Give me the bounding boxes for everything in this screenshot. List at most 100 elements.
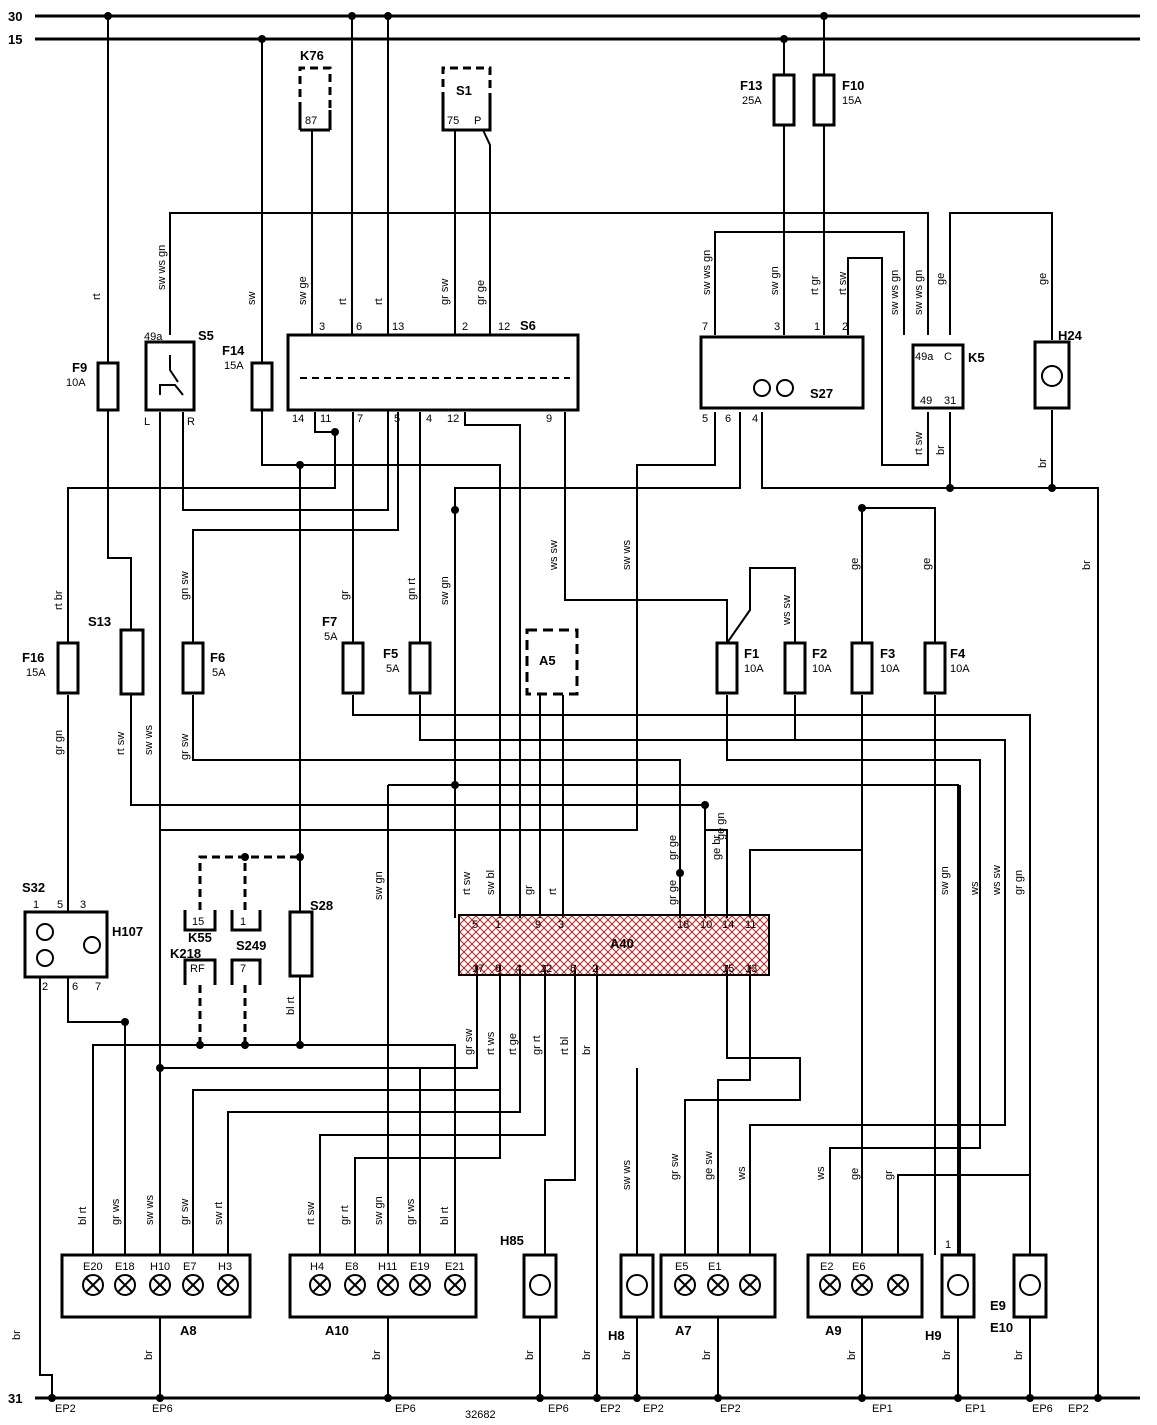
a8-lamp-label: E18 xyxy=(115,1261,135,1273)
e9-label: E9 xyxy=(990,1298,1006,1313)
wire-color-label: bl rt xyxy=(439,1207,451,1225)
a10-label: A10 xyxy=(325,1323,349,1338)
ground-label: EP1 xyxy=(965,1403,986,1415)
ground-label: EP2 xyxy=(55,1403,76,1415)
f14-rating: 15A xyxy=(224,360,244,372)
wire-color-label: rt xyxy=(91,293,103,300)
switch-s5: S5 49a L R xyxy=(144,328,214,428)
lamp-icon xyxy=(529,1274,551,1296)
wire-color-label: sw gn xyxy=(373,871,385,900)
wire-color-label: ge xyxy=(921,558,933,570)
ground-label: EP6 xyxy=(395,1403,416,1415)
f16-rating: 15A xyxy=(26,667,46,679)
f14-label: F14 xyxy=(222,343,245,358)
wire-color-label: sw rt xyxy=(213,1202,225,1225)
lamp-cross xyxy=(380,1277,396,1293)
f6-rating: 5A xyxy=(212,667,226,679)
wire-color-label: ws xyxy=(815,1166,827,1181)
k5-label: K5 xyxy=(968,350,985,365)
wire-color-label: sw ws xyxy=(621,540,633,570)
a10-lamp: H4 xyxy=(309,1261,331,1296)
a40-pin-bot-6: 15 xyxy=(722,963,734,975)
lamp-icon xyxy=(149,1274,171,1296)
wire-color-label: br xyxy=(1013,1350,1025,1360)
a40-pin-top-5: 10 xyxy=(700,919,712,931)
module-a5: A5 xyxy=(525,628,579,696)
wire-color-label: gr ge xyxy=(475,280,487,305)
ground-label: EP2 xyxy=(600,1403,621,1415)
a8-lamp-label: H3 xyxy=(218,1261,232,1273)
s27-pin-1: 1 xyxy=(814,321,820,333)
a40-pin-bot-4: 6 xyxy=(570,963,576,975)
f13-rating: 25A xyxy=(742,95,762,107)
a8-lamp-label: E20 xyxy=(83,1261,103,1273)
k5-pin-49: 49 xyxy=(920,395,932,407)
a10-lamp-label: E21 xyxy=(445,1261,465,1273)
switch-s32: S32 H107 1 5 3 2 6 7 xyxy=(22,880,143,993)
a40-pin-bot-2: 4 xyxy=(515,963,521,975)
wire-color-label: sw bl xyxy=(485,870,497,895)
lamp-cross xyxy=(742,1277,758,1293)
wire-color-label: sw ws xyxy=(144,1195,156,1225)
s6-pin-12b: 12 xyxy=(447,413,459,425)
wire-color-label: gr ge xyxy=(667,835,679,860)
wire-color-label: br xyxy=(935,445,947,455)
wire-color-label: rt sw xyxy=(837,272,849,295)
s6-pin-11: 11 xyxy=(320,413,331,425)
fuse-f5 xyxy=(408,641,432,695)
s5-pin-l: L xyxy=(144,416,150,428)
lamp-cross xyxy=(822,1277,838,1293)
wire-color-label: rt br xyxy=(53,590,65,610)
wire-color-label: br xyxy=(581,1045,593,1055)
f3-label: F3 xyxy=(880,646,895,661)
lamp-icon xyxy=(1019,1274,1041,1296)
wire-color-label: rt ge xyxy=(507,1033,519,1055)
s32-pin-1: 1 xyxy=(33,899,39,911)
fuse-f3 xyxy=(850,641,874,695)
fuse-f13 xyxy=(772,73,796,127)
a7-lamp: E1 xyxy=(707,1261,729,1296)
fuse-f4 xyxy=(923,641,947,695)
wire-color-label: br xyxy=(1081,560,1093,570)
wire-color-label: gn rt xyxy=(406,578,418,600)
wire-color-label: ge xyxy=(849,558,861,570)
lamp-icon xyxy=(626,1274,648,1296)
wire-color-label: gr ws xyxy=(110,1198,122,1225)
a9-label: A9 xyxy=(825,1323,842,1338)
wire-color-label: sw gn xyxy=(769,266,781,295)
f4-rating: 10A xyxy=(950,663,970,675)
wire-color-label: rt xyxy=(373,298,385,305)
wire-color-label: sw ws gn xyxy=(889,270,901,315)
a9-lamp xyxy=(887,1274,909,1296)
s27-pin-4: 4 xyxy=(752,413,758,425)
wire-color-label: sw ws gn xyxy=(701,250,713,295)
wire-color-label: rt ws xyxy=(485,1031,497,1055)
f7-rating: 5A xyxy=(324,631,338,643)
a10-lamp-label: H4 xyxy=(310,1261,324,1273)
s1-pin-75: 75 xyxy=(447,115,459,127)
k218-label: K218 xyxy=(170,946,201,961)
wire-color-label: rt sw xyxy=(913,432,925,455)
lamp-cross xyxy=(854,1277,870,1293)
a40-pin-top-7: 11 xyxy=(745,919,756,931)
wire-color-label: gr sw xyxy=(179,1199,191,1225)
a10-lamp: E21 xyxy=(444,1261,466,1296)
wire-color-label: sw ge xyxy=(297,276,309,305)
wire-color-label: gr rt xyxy=(339,1205,351,1225)
lamp-cross xyxy=(85,1277,101,1293)
h9-label: H9 xyxy=(925,1328,942,1343)
lamp-icon xyxy=(182,1274,204,1296)
ground-label: EP2 xyxy=(720,1403,741,1415)
lamp-h85 xyxy=(522,1253,558,1319)
h24-label: H24 xyxy=(1058,328,1083,343)
switch-s1: S1 75 P xyxy=(441,66,492,132)
s27-pin-3: 3 xyxy=(774,321,780,333)
fuse-f16 xyxy=(56,641,80,695)
f1-label: F1 xyxy=(744,646,759,661)
lamp-cross xyxy=(220,1277,236,1293)
fuses: F13 25A F10 15A F9 10A F14 15A F16 15A F… xyxy=(22,73,970,695)
wire-color-label: rt sw xyxy=(461,872,473,895)
a8-lamp: H3 xyxy=(217,1261,239,1296)
wire-color-label: gr xyxy=(339,590,351,600)
ground-label: EP6 xyxy=(1032,1403,1053,1415)
